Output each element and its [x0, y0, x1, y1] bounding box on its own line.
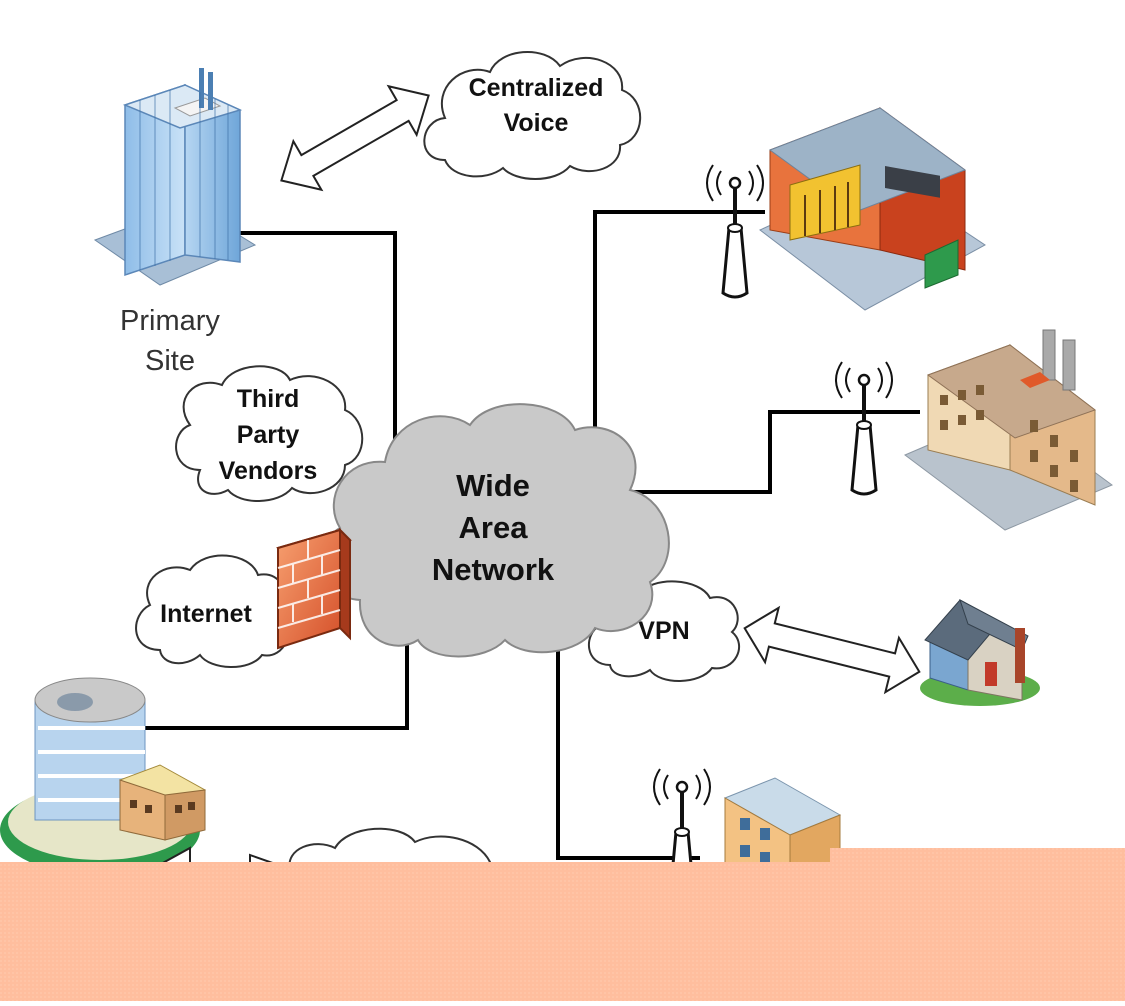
primary-site-line-1: Primary [120, 305, 220, 337]
cloud-voice-line-2: Voice [504, 109, 569, 137]
double-arrow-vpn [743, 605, 921, 695]
link-round-office [140, 630, 409, 730]
cloud-third-party-vendors: Third Party Vendors [175, 365, 364, 502]
cloud-vendors-line-2: Party [237, 421, 300, 449]
office-tower-icon [93, 68, 257, 286]
wan-line-3: Network [432, 552, 555, 587]
network-links [140, 210, 920, 860]
link-primary-site [235, 231, 397, 445]
cloud-vendors-line-3: Vendors [219, 457, 318, 485]
firewall-icon [276, 527, 352, 650]
cloud-internet: Internet [135, 554, 290, 668]
link-retail-store [593, 210, 765, 438]
link-factory [630, 410, 920, 494]
wan-line-2: Area [459, 510, 529, 545]
cloud-vpn-label: VPN [638, 617, 689, 645]
factory-icon [904, 329, 1114, 531]
cloud-voice-line-1: Centralized [469, 74, 604, 102]
overlay-block [0, 848, 1125, 1001]
cloud-vendors-line-1: Third [237, 385, 300, 413]
primary-site-line-2: Site [145, 345, 195, 377]
cloud-internet-label: Internet [160, 600, 252, 628]
wan-line-1: Wide [456, 468, 530, 503]
round-office-icon [0, 677, 207, 875]
retail-store-icon [759, 107, 986, 311]
link-apartment [556, 630, 700, 860]
double-arrow-voice [280, 84, 430, 192]
apartment-building-icon [723, 777, 842, 871]
house-icon [920, 598, 1040, 706]
cloud-wide-area-network: Wide Area Network [321, 403, 670, 658]
cloud-centralized-voice: Centralized Voice [423, 51, 642, 180]
